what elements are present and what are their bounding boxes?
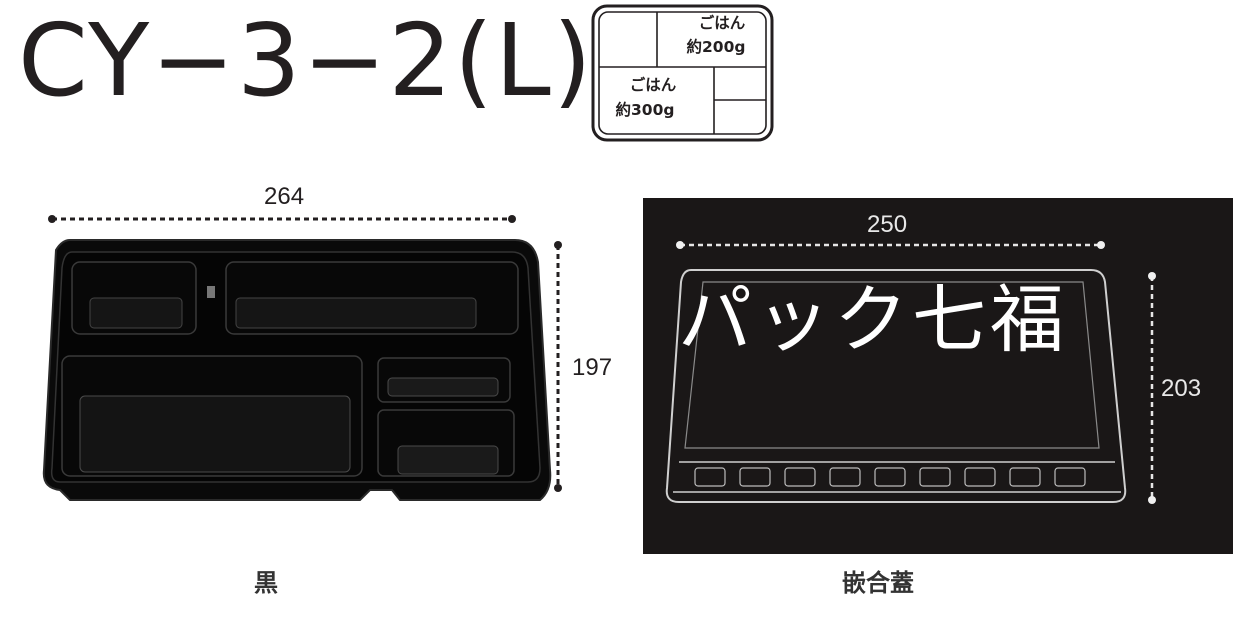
lid-rib (964, 467, 996, 487)
black-tray (42, 239, 552, 501)
compartment-2-label-line2: 約300g (616, 100, 675, 119)
clear-lid (665, 269, 1127, 503)
compartment-1-label-line1: ごはん (699, 13, 746, 32)
tray-depth-dimension: 197 (572, 354, 613, 381)
tray-depth-dimension-line (554, 241, 562, 492)
lid-ribs (694, 467, 1086, 487)
tray-color-caption: 黒 (254, 569, 278, 597)
lid-rib (1009, 467, 1041, 487)
lid-width-dimension-line (676, 241, 1105, 249)
lid-rib (694, 467, 726, 487)
lid-photo-panel: 250 203 (643, 198, 1233, 554)
compartment-1-label-line2: 約200g (687, 37, 746, 56)
lid-rib (784, 467, 816, 487)
compartment-layout-diagram: ごはん 約200g ごはん 約300g (591, 4, 774, 142)
compartment-2-label-line1: ごはん (630, 75, 677, 94)
lid-depth-dimension: 203 (1161, 375, 1202, 402)
watermark-text: パック七福 (678, 277, 1068, 363)
tray-illustration (42, 215, 562, 501)
lid-width-dimension: 250 (867, 211, 908, 238)
tray-width-dimension: 264 (264, 183, 305, 210)
lid-type-caption: 嵌合蓋 (842, 569, 914, 597)
lid-rib (739, 467, 771, 487)
lid-rib (829, 467, 861, 487)
lid-rib (874, 467, 906, 487)
lid-rib (1054, 467, 1086, 487)
tray-width-dimension-line (48, 215, 516, 223)
diagram-inner-border (598, 11, 767, 135)
lid-illustration (665, 241, 1156, 504)
model-code-title: CY−3−2(L) (18, 2, 594, 119)
lid-depth-dimension-line (1148, 272, 1156, 504)
lid-rib (919, 467, 951, 487)
